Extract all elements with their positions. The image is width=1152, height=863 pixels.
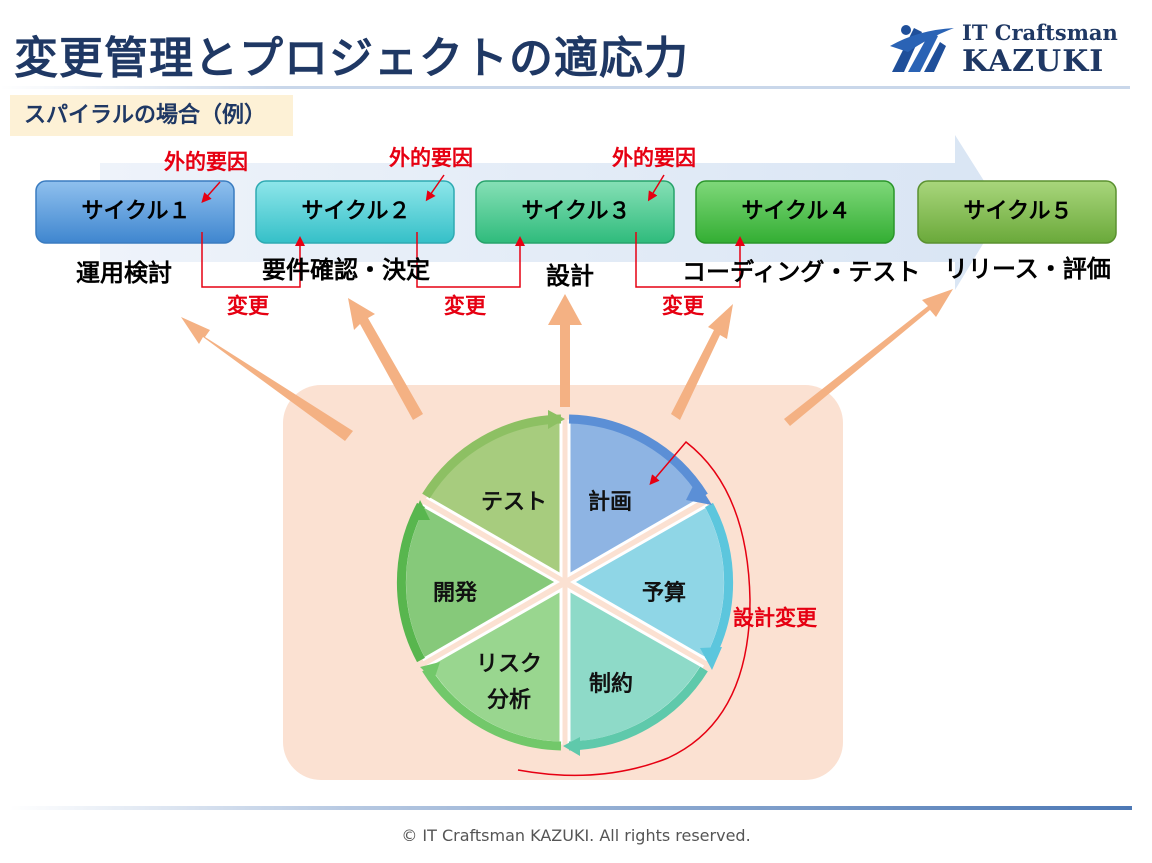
wheel-background xyxy=(283,385,843,780)
phase-label-1: 運用検討 xyxy=(76,259,172,287)
cycle-wheel xyxy=(396,410,734,756)
change-label-2: 変更 xyxy=(444,294,486,318)
change-label-3: 変更 xyxy=(662,294,704,318)
external-factor-arrow-2 xyxy=(425,174,445,202)
change-connector-1 xyxy=(201,232,305,288)
cycle-3-label: サイクル３ xyxy=(521,199,631,224)
section-subtitle: スパイラルの場合（例） xyxy=(10,95,293,136)
wheel-arc-risk xyxy=(422,666,562,751)
cycle-box-4 xyxy=(695,180,895,244)
phase-label-2: 要件確認・決定 xyxy=(262,256,430,284)
wheel-arc-plan xyxy=(568,414,708,499)
wheel-label-constraint: 制約 xyxy=(589,672,634,697)
copyright-text: © IT Craftsman KAZUKI. All rights reserv… xyxy=(401,826,751,845)
cycle-box-5 xyxy=(917,180,1117,244)
wheel-arc-test xyxy=(422,414,562,499)
orange-arrow-3 xyxy=(548,294,582,407)
orange-arrow-1 xyxy=(181,317,353,441)
wheel-label-risk: リスク 分析 xyxy=(476,652,543,713)
orange-arrow-2 xyxy=(348,298,423,420)
company-logo xyxy=(890,25,954,72)
wheel-label-dev: 開発 xyxy=(433,581,478,606)
orange-arrow-4 xyxy=(671,304,733,420)
wheel-label-plan: 計画 xyxy=(588,490,633,515)
orange-arrow-5 xyxy=(784,289,953,426)
cycle-5-label: サイクル５ xyxy=(963,199,1073,224)
wheel-label-budget: 予算 xyxy=(642,581,687,606)
logo-text-kazuki: KAZUKI xyxy=(962,44,1105,79)
external-factor-label-1: 外的要因 xyxy=(164,150,248,174)
design-change-loop xyxy=(517,440,751,777)
logo-text-it-craftsman: IT Craftsman xyxy=(962,20,1118,45)
wheel-arc-constraint xyxy=(568,666,708,751)
external-factor-label-2: 外的要因 xyxy=(389,146,473,170)
cycle-box-3 xyxy=(475,180,675,244)
cycle-2-label: サイクル２ xyxy=(301,199,411,224)
change-connector-2 xyxy=(416,232,525,288)
cycle-box-2 xyxy=(255,180,455,244)
change-connector-3 xyxy=(635,232,745,288)
title-divider xyxy=(0,86,1130,89)
phase-label-3: 設計 xyxy=(546,262,594,290)
phase-label-5: リリース・評価 xyxy=(944,255,1111,283)
phase-label-4: コーディング・テスト xyxy=(682,258,921,286)
cycle-4-label: サイクル４ xyxy=(741,199,851,224)
cycle-1-label: サイクル１ xyxy=(81,199,191,224)
change-label-1: 変更 xyxy=(227,294,269,318)
external-factor-arrow-3 xyxy=(647,174,665,202)
wheel-arc-dev xyxy=(396,502,425,663)
footer-divider xyxy=(10,806,1132,810)
external-factor-arrow-1 xyxy=(201,181,221,203)
wheel-arc-budget xyxy=(705,502,734,663)
page-title: 変更管理とプロジェクトの適応力 xyxy=(14,33,689,84)
cycle-box-1 xyxy=(35,180,235,244)
wheel-label-test: テスト xyxy=(481,490,548,515)
external-factor-label-3: 外的要因 xyxy=(612,146,696,170)
design-change-label: 設計変更 xyxy=(733,606,817,630)
orange-arrows xyxy=(181,289,953,441)
